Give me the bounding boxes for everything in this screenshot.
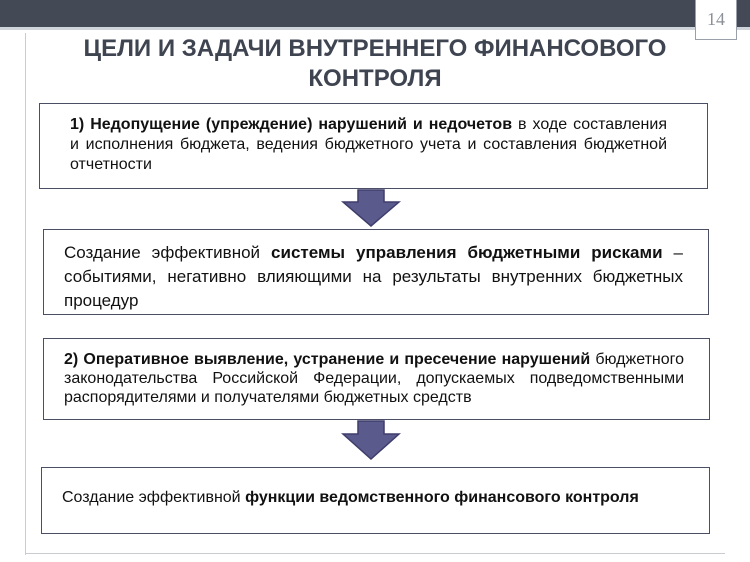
top-bar [0, 0, 750, 27]
frame-left-line [25, 33, 26, 555]
goal-1-text: в ходе составления и исполнения бюджета,… [70, 116, 667, 173]
goal-1-bold-text: 1) Недопущение (упреждение) нарушений и … [70, 116, 513, 133]
result-1-text: – событиями, негативно влияющими на резу… [64, 243, 683, 310]
slide-title: ЦЕЛИ И ЗАДАЧИ ВНУТРЕННЕГО ФИНАНСОВОГО КО… [83, 35, 667, 92]
result-box-1: Создание эффективной системы управления … [43, 229, 709, 315]
page-number: 14 [695, 0, 737, 40]
frame-bottom-line [25, 553, 725, 554]
goal-2-bold-text: 2) Оперативное выявление, устранение и п… [64, 351, 591, 368]
result-1-bold-text: системы управления бюджетными рисками [271, 243, 663, 262]
result-1-prefix: Создание эффективной [64, 243, 272, 262]
result-box-2: Создание эффективной функции ведомственн… [41, 467, 710, 534]
down-arrow-1-icon [341, 189, 401, 227]
result-2-bold-text: функции ведомственного финансового контр… [245, 489, 639, 506]
result-2-prefix: Создание эффективной [62, 489, 246, 506]
goal-box-1: 1) Недопущение (упреждение) нарушений и … [39, 103, 708, 189]
down-arrow-2-icon [341, 420, 401, 460]
top-accent-line [0, 27, 750, 30]
goal-box-2: 2) Оперативное выявление, устранение и п… [43, 338, 710, 420]
goal-2-text: бюджетного законодательства Российской Ф… [64, 351, 685, 406]
